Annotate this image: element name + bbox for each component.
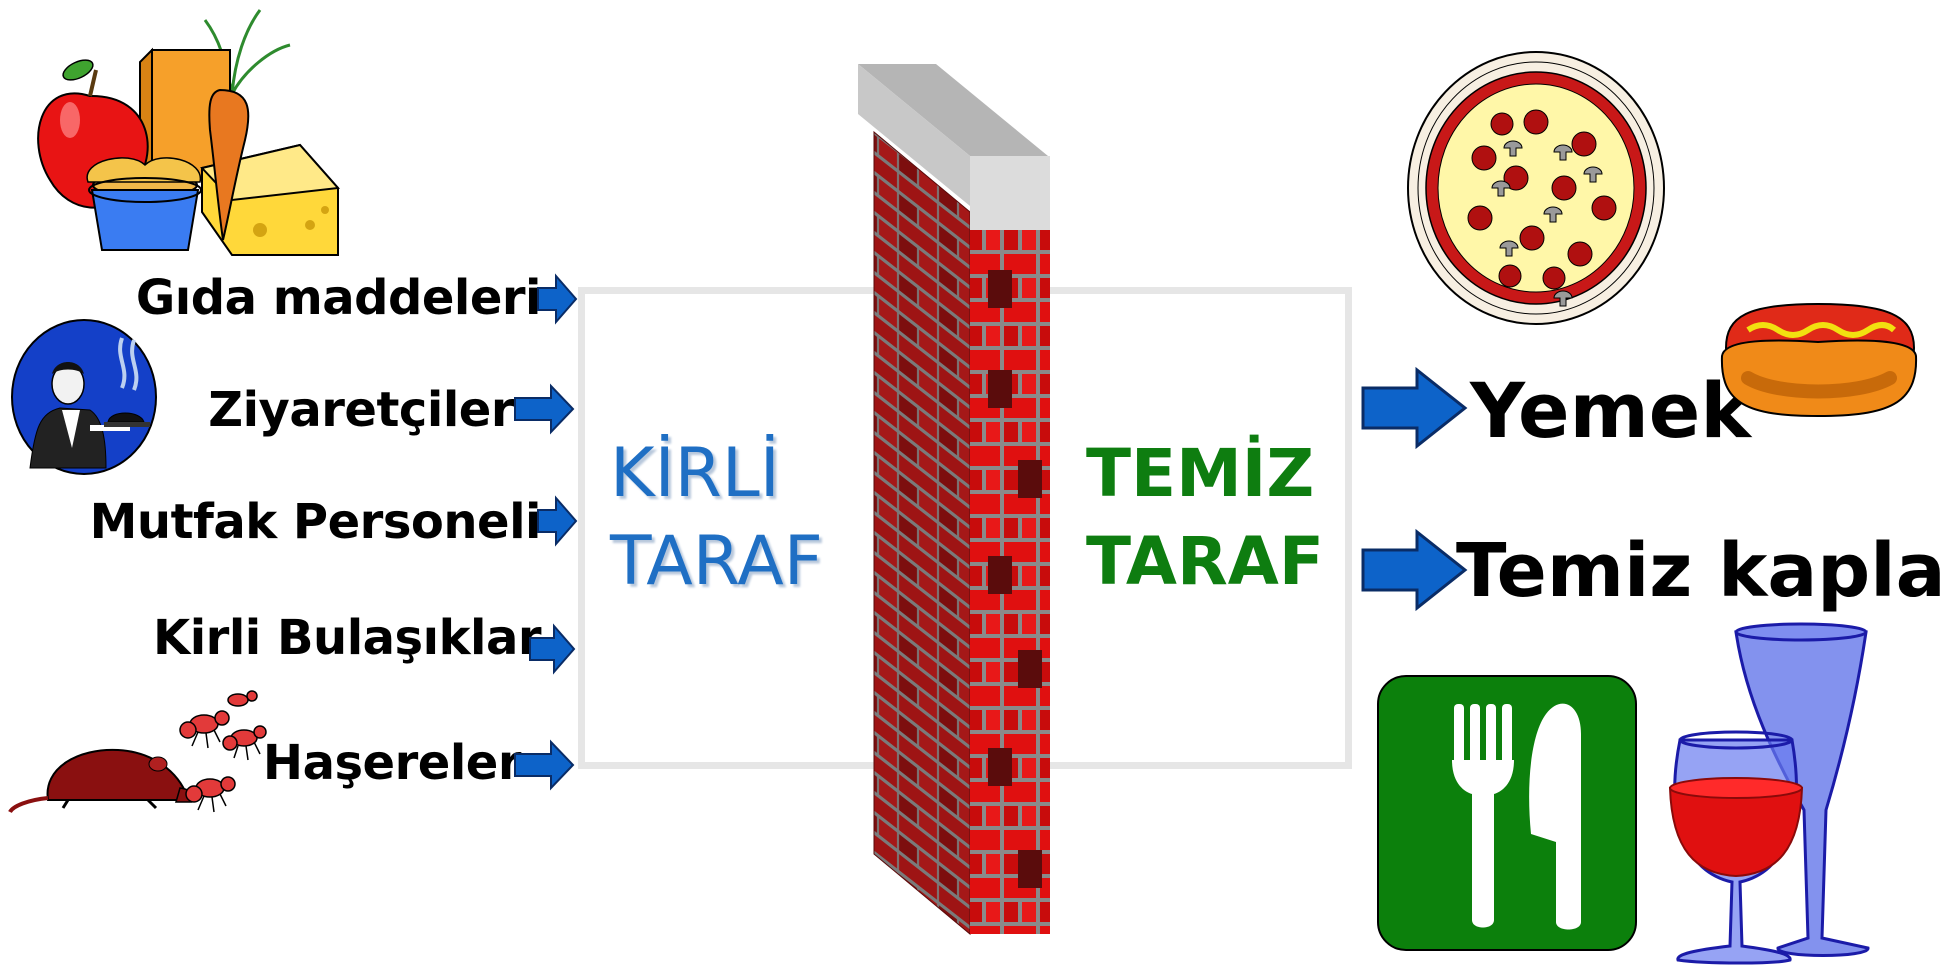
input-arrow-dirty-dishes (529, 623, 576, 675)
rat-and-ants-icon (8, 690, 267, 814)
wine-glasses-icon (1668, 622, 1870, 965)
input-arrow-kitchen-staff (537, 495, 578, 547)
output-label-clean-dishes: Temiz kaplar (1456, 528, 1946, 614)
dirty-side-line2: TARAF (610, 522, 823, 601)
fork-knife-sign-icon (1377, 675, 1637, 951)
pizza-icon (1407, 51, 1665, 325)
input-label-pests: Haşereler (262, 735, 522, 791)
dirty-side-line1: KİRLİ (610, 434, 780, 513)
dirty-side-label: KİRLİ TARAF (610, 430, 823, 606)
clean-side-line2: TARAF (1086, 523, 1324, 600)
output-label-food: Yemek (1470, 366, 1751, 455)
clean-side-line1: TEMİZ (1086, 435, 1315, 512)
input-label-dirty-dishes: Kirli Bulaşıklar (153, 610, 542, 666)
input-arrow-visitors (514, 383, 575, 435)
hotdog-icon (1720, 302, 1918, 418)
output-arrow-clean-dishes (1361, 528, 1468, 612)
food-items-icon (37, 9, 341, 256)
input-label-visitors: Ziyaretçiler (208, 382, 514, 438)
input-label-kitchen-staff: Mutfak Personeli (89, 494, 542, 550)
output-arrow-food (1361, 366, 1468, 450)
clean-side-label: TEMİZ TARAF (1086, 430, 1324, 606)
input-arrow-pests (514, 739, 575, 791)
input-label-food: Gıda maddeleri (135, 270, 542, 326)
brick-wall-icon (858, 64, 1050, 936)
waiter-icon (11, 319, 157, 475)
input-arrow-food (537, 273, 578, 325)
